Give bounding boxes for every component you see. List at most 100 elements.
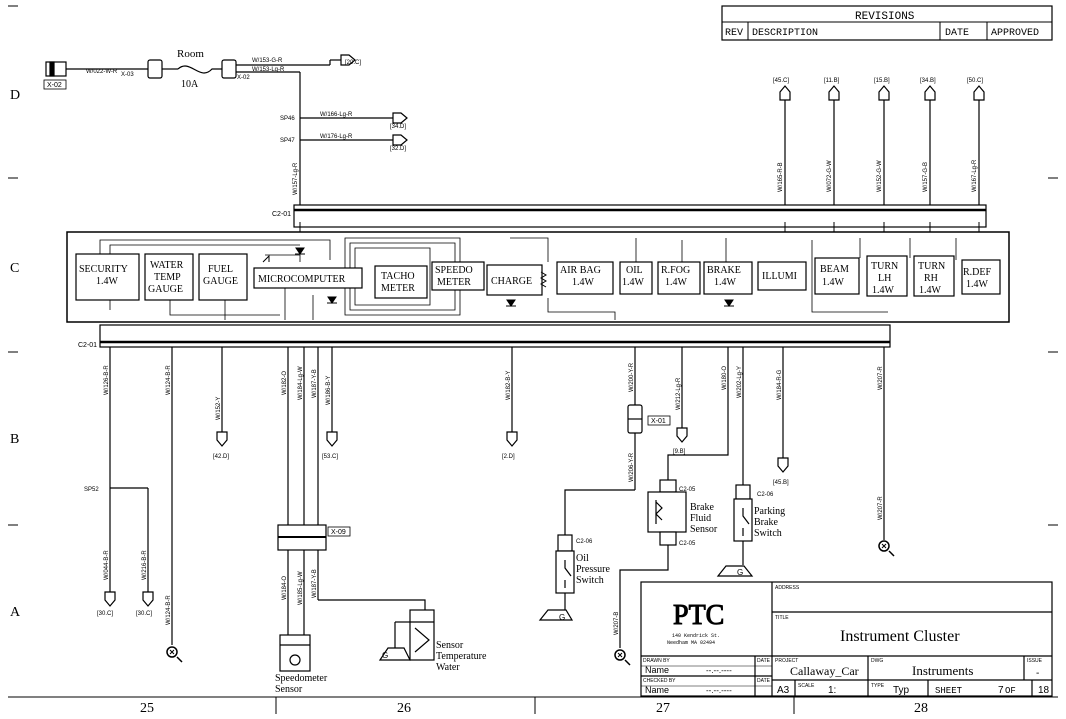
wire-w9b: W/206-Y-R [629, 452, 635, 482]
ref-w7: [53.C] [322, 454, 338, 460]
sp52-ref-b: [30.C] [136, 611, 152, 617]
tb-dwg-label: DWG [871, 658, 883, 664]
parking-3: Switch [754, 528, 782, 539]
parking-2: Brake [754, 517, 778, 528]
oil-pressure-switch [538, 534, 575, 621]
tacho-label-1: TACHO [381, 271, 415, 282]
wire-w10: W/212-Lg-R [676, 377, 682, 410]
oil-switch-3: Switch [576, 575, 604, 586]
title-block-text: ADDRESS TITLE Instrument Cluster PTC 140… [643, 585, 1050, 696]
fuse-ref-top: [20.C] [345, 60, 361, 66]
zone-row-b: B [10, 432, 19, 447]
turnrh-label-1: TURN [918, 261, 945, 272]
tacho-label-2: METER [381, 283, 415, 294]
wire-w3: W/152-Y [216, 397, 222, 420]
speedo-sensor-2: Sensor [275, 684, 303, 695]
water-sensor-3: Water [436, 662, 460, 673]
cluster-diodes [262, 247, 734, 307]
tb-issue: - [1036, 668, 1039, 679]
beam-watt: 1.4W [822, 277, 845, 288]
right-ref-labels: [45.C] [11.B] [15.B] [34.B] [50.C] W/165… [773, 78, 983, 192]
wire-w14: W/207-R [878, 366, 884, 390]
tb-project: Callaway_Car [790, 664, 859, 678]
cluster-labels: SECURITY 1.4W WATER TEMP GAUGE FUEL GAUG… [79, 260, 992, 296]
right-ref-5: [50.C] [967, 78, 983, 84]
right-wire-4: W/157-G-B [923, 162, 929, 192]
brake-fluid-3: Sensor [690, 524, 718, 535]
water-temp-box [144, 253, 194, 301]
tb-title: Instrument Cluster [840, 628, 960, 645]
right-wire-2: W/072-G-W [827, 160, 833, 192]
zone-col-28: 28 [914, 701, 928, 716]
speedo-label-2: METER [437, 277, 471, 288]
rev-col-rev: REV [725, 28, 743, 39]
sp52-wire-b: W/216-B-R [142, 550, 148, 580]
parking-brake-switch [716, 484, 754, 577]
fuse-rating: 10A [181, 79, 199, 90]
tb-company: PTC [673, 600, 724, 631]
top-ref-1: [34.D] [390, 124, 406, 130]
speedometer-sensor [279, 634, 311, 672]
tb-drawn-by: DRAWN BY [643, 658, 670, 664]
tb-name-2: Name [645, 685, 669, 695]
tb-type-label: TYPE [871, 683, 885, 689]
bottom-wires [109, 347, 885, 648]
speedo-sensor-1: Speedometer [275, 673, 328, 684]
rdef-box [961, 259, 1001, 295]
oil-ground-g: G [559, 613, 565, 622]
rfog-box [657, 261, 701, 295]
turnrh-watt: 1.4W [919, 285, 942, 296]
speedo-label-1: SPEEDO [435, 265, 473, 276]
oil-switch-2: Pressure [576, 564, 610, 575]
tb-of: 18 [1038, 685, 1050, 696]
right-ref-3: [15.B] [874, 78, 890, 84]
bottom-wire-labels: W/126-B-R W/124-B-R W/152-Y [42.D] W/182… [104, 362, 884, 520]
c201-top: C2-01 [272, 211, 291, 218]
zone-row-c: C [10, 261, 19, 276]
security-label: SECURITY [79, 264, 128, 275]
bottom-connector-bar [99, 324, 891, 348]
sp46-label: SP46 [280, 116, 295, 122]
ref-w8: [2.D] [502, 454, 515, 460]
wire-w14b: W/207-R [878, 496, 884, 520]
rdef-label: R.DEF [963, 267, 992, 278]
wire-w4: W/182-O [282, 371, 288, 395]
brake-box [703, 261, 753, 295]
water-ground-g: G [382, 651, 388, 660]
tb-sheet-label: SHEET [935, 686, 963, 696]
drawing-frame [8, 5, 1058, 714]
airbag-label: AIR BAG [560, 265, 601, 276]
fuel-label-2: GAUGE [203, 276, 238, 287]
fuel-label-1: FUEL [208, 264, 233, 275]
tb-date-1: --.--.---- [706, 666, 732, 675]
rfog-label: R.FOG [661, 265, 690, 276]
rfog-watt: 1.4W [665, 277, 688, 288]
x02b-label: X-02 [237, 75, 250, 81]
rev-col-date: DATE [945, 28, 969, 39]
ref-w3: [42.D] [213, 454, 229, 460]
x01-inline [627, 404, 671, 434]
water-label-2: TEMP [154, 272, 181, 283]
x09-wire-c: W/187-Y-B [312, 569, 318, 598]
microcomputer-box [253, 267, 363, 289]
brake-watt: 1.4W [714, 277, 737, 288]
top-wire-1: W/166-Lg-R [320, 112, 353, 118]
x02-label: X-02 [47, 82, 62, 89]
tb-project-label: PROJECT [775, 658, 798, 664]
illumi-label: ILLUMI [762, 271, 797, 282]
tb-addr-1: 140 Kendrick St. [672, 633, 720, 639]
ref-w13: [45.B] [773, 480, 789, 486]
bf-conn-top: C2-05 [679, 487, 696, 493]
tb-sheet: 7 [998, 685, 1004, 696]
water-sensor-1: Sensor [436, 640, 464, 651]
tb-addr-2: Needham MA 02494 [667, 640, 715, 646]
right-ref-2: [11.B] [824, 78, 840, 84]
tb-checked-by: CHECKED BY [643, 678, 676, 684]
right-wire-3: W/152-G-W [877, 160, 883, 192]
cluster-components [75, 253, 1001, 301]
brake-fluid-2: Fluid [690, 513, 711, 524]
speedo-box [431, 261, 485, 291]
rdef-watt: 1.4W [966, 279, 989, 290]
top-connector-bar [293, 204, 987, 245]
tb-scale-label: SCALE [798, 683, 815, 689]
